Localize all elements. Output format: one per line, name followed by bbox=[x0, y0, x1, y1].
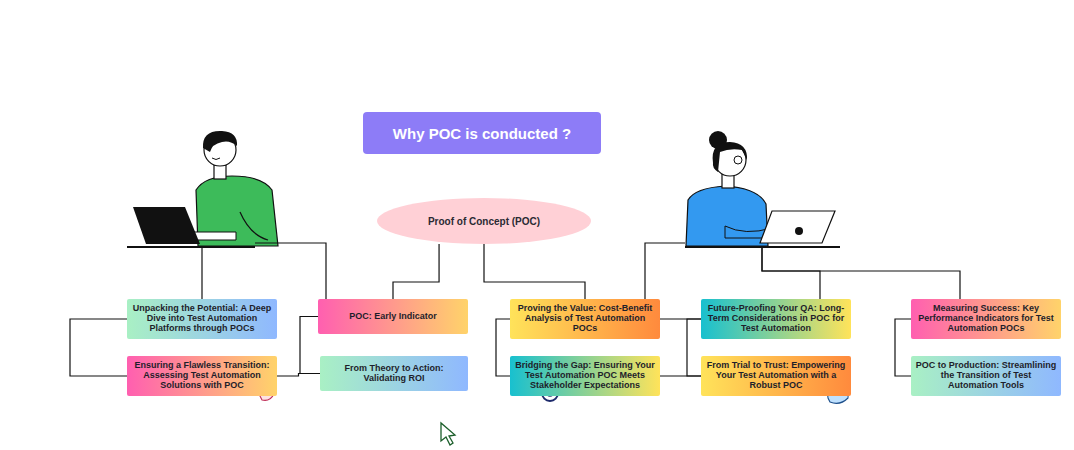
woman-with-laptop bbox=[685, 131, 840, 247]
node-text: From Theory to Action: Validating ROI bbox=[320, 362, 468, 385]
node-text: Proof of Concept (POC) bbox=[428, 216, 540, 227]
process-box: From Trial to Trust: Empowering Your Tes… bbox=[701, 356, 851, 396]
text-stack: Ensuring a Flawless Transition: Assessin… bbox=[127, 359, 277, 392]
text-stack: From Trial to Trust: Empowering Your Tes… bbox=[701, 359, 851, 392]
process-box: Bridging the Gap: Ensuring Your Test Aut… bbox=[510, 356, 660, 396]
process-box: Proving the Value: Cost-Benefit Analysis… bbox=[510, 299, 660, 339]
process-box: Ensuring a Flawless Transition: Assessin… bbox=[127, 356, 277, 396]
connector bbox=[496, 319, 510, 376]
process-box: Future-Proofing Your QA: Long-Term Consi… bbox=[701, 299, 851, 339]
text-stack: POC: Early Indicator bbox=[345, 310, 441, 324]
text-stack: Unpacking the Potential: A Deep Dive int… bbox=[127, 302, 277, 335]
connector bbox=[70, 319, 127, 376]
connector bbox=[393, 244, 439, 299]
node-text: Bridging the Gap: Ensuring Your Test Aut… bbox=[510, 359, 660, 392]
ellipse-node: Proof of Concept (POC) bbox=[377, 198, 591, 244]
node-text: Proving the Value: Cost-Benefit Analysis… bbox=[510, 302, 660, 335]
text-stack: Proving the Value: Cost-Benefit Analysis… bbox=[510, 302, 660, 335]
node-text: Unpacking the Potential: A Deep Dive int… bbox=[127, 302, 277, 335]
node-text: POC to Production: Streamlining the Tran… bbox=[911, 359, 1061, 392]
node-text: POC: Early Indicator bbox=[345, 310, 441, 324]
node-text: Measuring Success: Key Performance Indic… bbox=[911, 302, 1061, 335]
text-stack: Measuring Success: Key Performance Indic… bbox=[911, 302, 1061, 335]
process-box: POC to Production: Streamlining the Tran… bbox=[911, 356, 1061, 396]
connector bbox=[277, 374, 320, 377]
text-stack: From Theory to Action: Validating ROI bbox=[320, 362, 468, 385]
connector bbox=[660, 318, 701, 319]
connector bbox=[484, 244, 585, 299]
mouse-cursor bbox=[441, 423, 455, 445]
process-box: Unpacking the Potential: A Deep Dive int… bbox=[127, 299, 277, 339]
text-stack: Future-Proofing Your QA: Long-Term Consi… bbox=[701, 302, 851, 335]
process-box: From Theory to Action: Validating ROI bbox=[320, 356, 468, 391]
text-stack: Proof of Concept (POC) bbox=[428, 216, 540, 227]
connector bbox=[300, 317, 320, 374]
node-text: Future-Proofing Your QA: Long-Term Consi… bbox=[701, 302, 851, 335]
connector bbox=[660, 375, 701, 376]
text-stack: POC to Production: Streamlining the Tran… bbox=[911, 359, 1061, 392]
process-box: POC: Early Indicator bbox=[318, 299, 468, 334]
man-with-laptop bbox=[127, 131, 278, 247]
title-text: Why POC is conducted ? bbox=[393, 125, 571, 142]
node-text: From Trial to Trust: Empowering Your Tes… bbox=[701, 359, 851, 392]
node-text: Ensuring a Flawless Transition: Assessin… bbox=[127, 359, 277, 392]
title-box: Why POC is conducted ? bbox=[363, 112, 601, 154]
connector bbox=[687, 319, 701, 376]
connector bbox=[895, 319, 911, 376]
process-box: Measuring Success: Key Performance Indic… bbox=[911, 299, 1061, 339]
leader-lines bbox=[202, 243, 960, 299]
text-stack: Bridging the Gap: Ensuring Your Test Aut… bbox=[510, 359, 660, 392]
